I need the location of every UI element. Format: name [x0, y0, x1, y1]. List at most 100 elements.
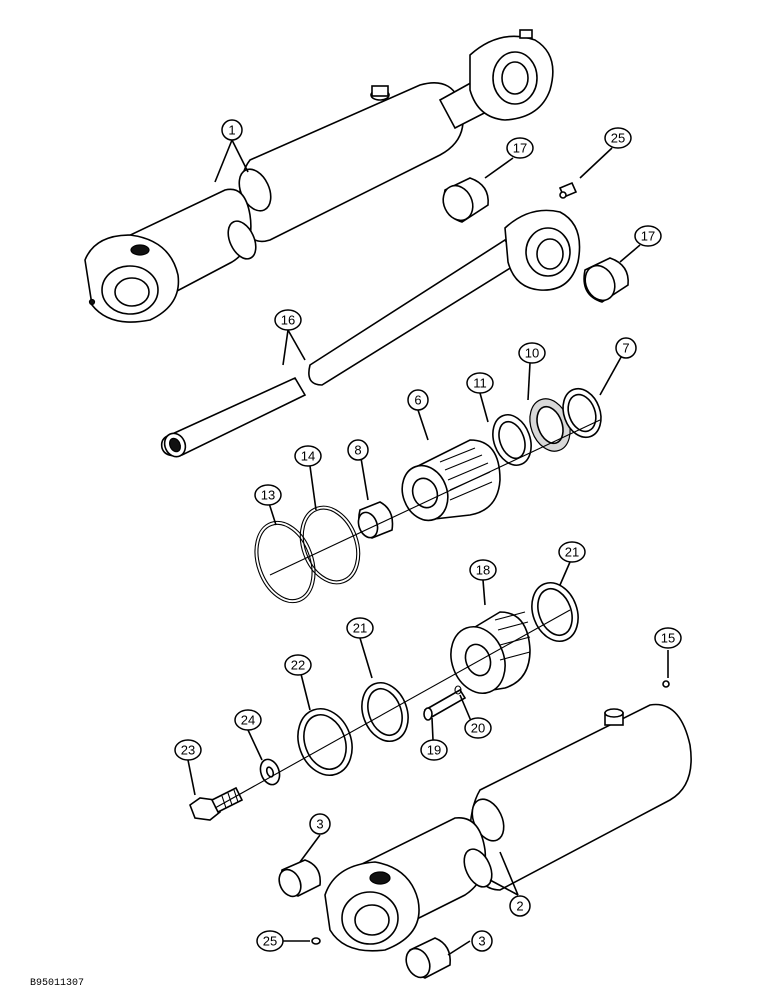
callout-c3b: 3	[471, 930, 493, 952]
callout-number: 23	[181, 743, 195, 758]
callout-number: 1	[228, 123, 235, 138]
callout-c22: 22	[284, 654, 312, 676]
piston-rod	[160, 209, 581, 458]
callout-balloon	[174, 739, 202, 761]
washer-24	[259, 758, 281, 786]
bushing-17-upper	[442, 177, 489, 223]
cylinder-barrel-lower	[324, 680, 692, 952]
callout-number: 21	[353, 621, 367, 636]
grease-fitting-25-upper	[558, 181, 578, 199]
callout-c16: 16	[274, 309, 302, 331]
callout-number: 15	[661, 631, 675, 646]
callout-number: 21	[565, 545, 579, 560]
callout-number: 25	[263, 934, 277, 949]
callout-number: 10	[525, 346, 539, 361]
callout-c24: 24	[234, 709, 262, 731]
bushing-3-lower	[405, 937, 452, 979]
callout-balloon	[274, 309, 302, 331]
callout-c18: 18	[469, 559, 497, 581]
callout-balloon	[464, 717, 492, 739]
callout-number: 25	[611, 131, 625, 146]
callout-c15: 15	[654, 627, 682, 649]
ring-21-upper	[531, 582, 579, 642]
seal-10	[529, 398, 571, 452]
pin-19	[423, 688, 467, 721]
callout-c25b: 25	[256, 930, 284, 952]
callout-number: 14	[301, 449, 315, 464]
callout-c19: 19	[420, 739, 448, 761]
callout-c8: 8	[347, 439, 369, 461]
callout-number: 19	[427, 743, 441, 758]
callout-c17b: 17	[634, 225, 662, 247]
o-ring-20	[454, 685, 462, 695]
callout-c25a: 25	[604, 127, 632, 149]
callout-balloon	[506, 137, 534, 159]
callout-balloon	[558, 541, 586, 563]
spacer-8	[357, 501, 394, 539]
callout-c2: 2	[509, 895, 531, 917]
callout-balloon	[634, 225, 662, 247]
callout-number: 3	[478, 934, 485, 949]
callout-balloon	[407, 389, 429, 411]
callout-c1: 1	[221, 119, 243, 141]
leader-lines	[187, 139, 669, 956]
callout-balloon	[254, 484, 282, 506]
callout-c14: 14	[294, 445, 322, 467]
callout-c20: 20	[464, 717, 492, 739]
callout-number: 2	[516, 899, 523, 914]
callout-balloon	[221, 119, 243, 141]
callout-number: 3	[316, 817, 323, 832]
callout-number: 16	[281, 313, 295, 328]
ring-14	[299, 505, 361, 585]
callout-balloon	[347, 439, 369, 461]
callout-number: 8	[354, 443, 361, 458]
callout-number: 7	[622, 341, 629, 356]
bushing-17-lower	[583, 257, 629, 303]
callout-balloon	[309, 813, 331, 835]
callout-number: 17	[513, 141, 527, 156]
cylinder-barrel-upper	[84, 29, 554, 323]
figure-number: B95011307	[30, 978, 85, 989]
callout-number: 24	[241, 713, 255, 728]
callout-balloon	[509, 895, 531, 917]
grease-fitting-25-lower	[311, 937, 321, 945]
callout-number: 11	[473, 376, 487, 391]
seal-11	[492, 414, 532, 466]
callout-balloon	[654, 627, 682, 649]
callout-c6: 6	[407, 389, 429, 411]
callout-number: 20	[471, 721, 485, 736]
callout-number: 6	[414, 393, 421, 408]
callout-balloon	[466, 372, 494, 394]
callout-c21a: 21	[558, 541, 586, 563]
callout-balloon	[256, 930, 284, 952]
callout-c13: 13	[254, 484, 282, 506]
callout-balloon	[284, 654, 312, 676]
callout-balloon	[234, 709, 262, 731]
callout-c11: 11	[466, 372, 494, 394]
ring-7	[562, 387, 602, 439]
piston-6	[401, 439, 501, 522]
callout-number: 17	[641, 229, 655, 244]
callout-balloon	[604, 127, 632, 149]
callout-c21b: 21	[346, 617, 374, 639]
callout-number: 22	[291, 658, 305, 673]
callout-number: 13	[261, 488, 275, 503]
wear-ring-22	[297, 708, 353, 776]
ring-21-lower	[361, 682, 409, 742]
bushing-3-upper	[278, 859, 322, 898]
callout-c3a: 3	[309, 813, 331, 835]
callout-number: 18	[476, 563, 490, 578]
bolt-23	[189, 786, 244, 821]
ring-13	[254, 520, 316, 604]
callout-c7: 7	[615, 337, 637, 359]
callout-c17a: 17	[506, 137, 534, 159]
callout-balloon	[518, 342, 546, 364]
callout-balloon	[294, 445, 322, 467]
piston-18	[450, 611, 531, 694]
callout-c10: 10	[518, 342, 546, 364]
callout-c23: 23	[174, 739, 202, 761]
callout-balloon	[469, 559, 497, 581]
callout-balloon	[346, 617, 374, 639]
